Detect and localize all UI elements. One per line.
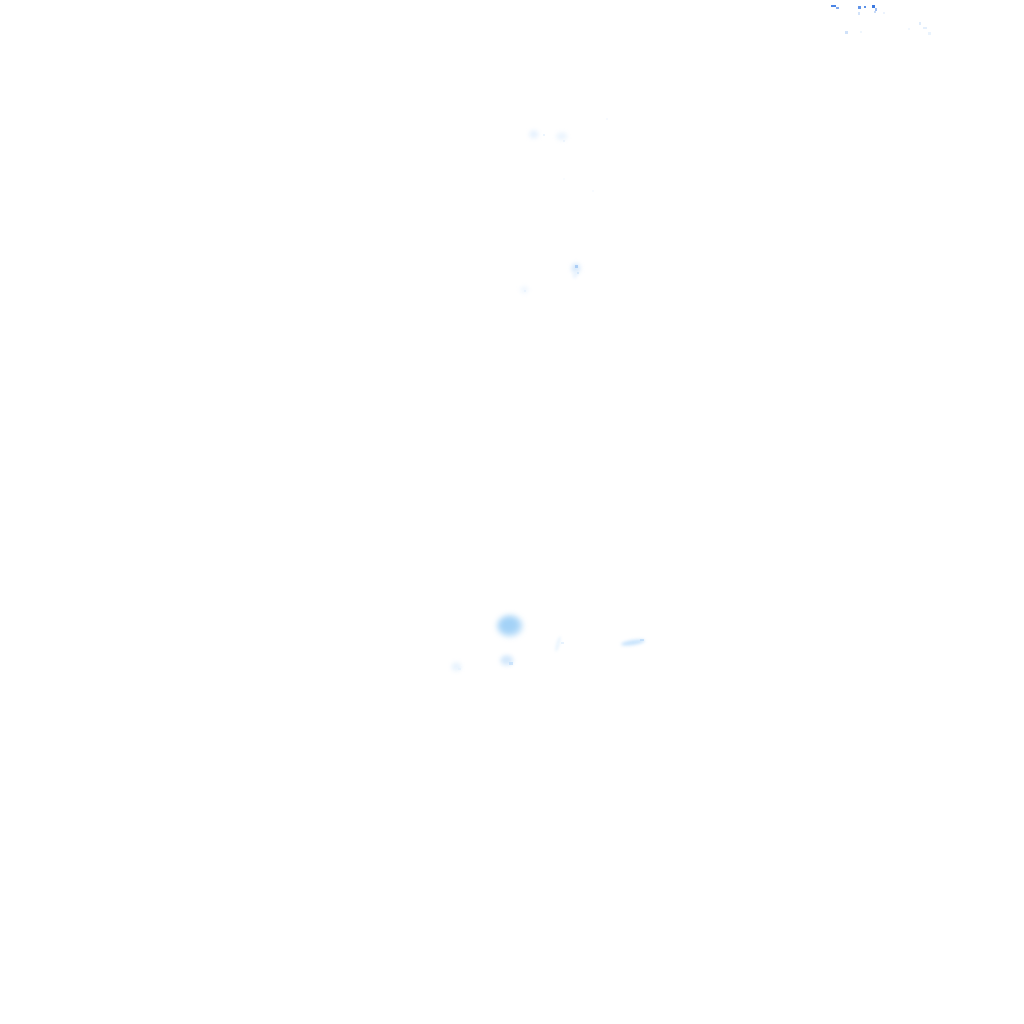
canvas-root: Blank white canvas with faint residual b… bbox=[0, 0, 1024, 1024]
blank-canvas-surface[interactable] bbox=[0, 0, 1024, 1024]
